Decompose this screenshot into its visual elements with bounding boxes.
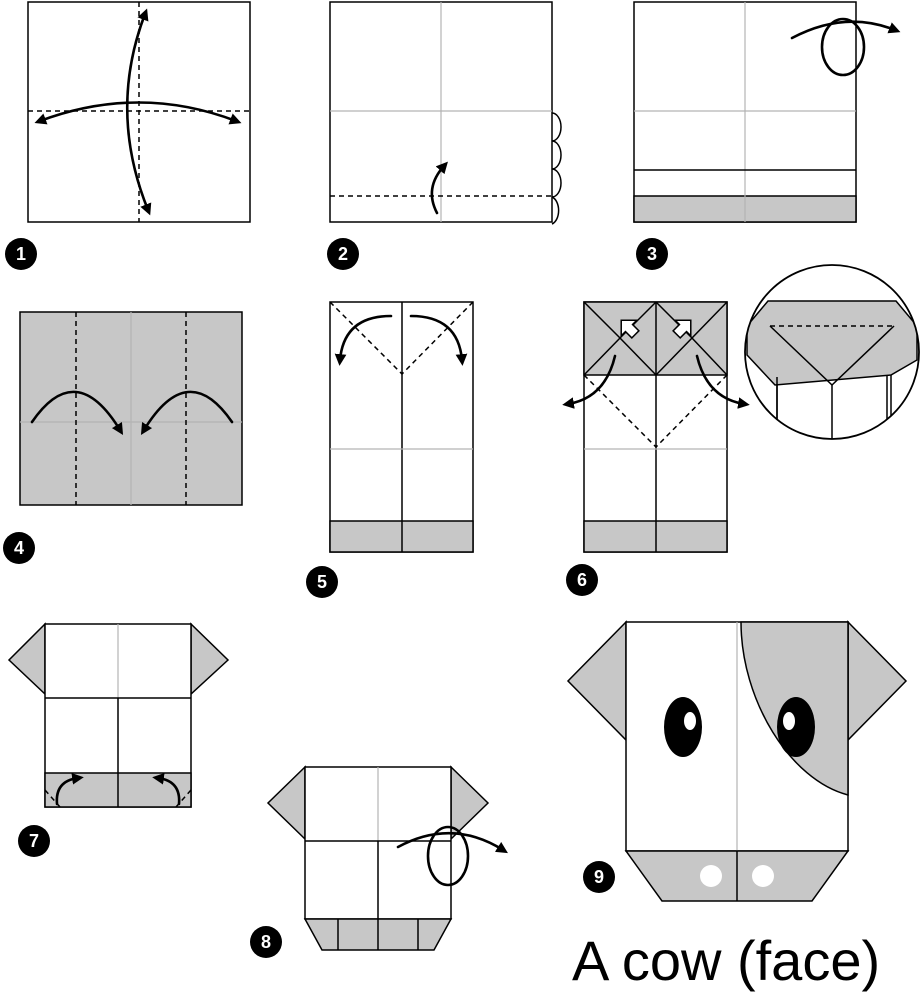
step-number: 8 (261, 932, 271, 952)
cow-nostril-left (700, 865, 722, 887)
step-number: 1 (16, 244, 26, 264)
push-arrow-icon (620, 319, 640, 339)
cow-ear-right (847, 620, 908, 742)
step-badge-3: 3 (636, 238, 668, 270)
fold-arrow-icon (430, 161, 448, 215)
step-8-diagram (266, 765, 508, 951)
turn-over-icon (790, 17, 901, 77)
step-number: 7 (29, 831, 39, 851)
fold-arrow-icon (30, 390, 124, 435)
step-badge-8: 8 (250, 926, 282, 958)
ear-right (190, 622, 230, 696)
step-7-diagram (7, 622, 230, 808)
cow-ear-left (566, 620, 627, 742)
step-number: 6 (577, 570, 587, 590)
fold-arrow-icon (140, 390, 234, 435)
fold-arrow-icon (334, 314, 393, 366)
valley-fold-line (329, 301, 474, 376)
step-badge-6: 6 (566, 564, 598, 596)
step-badge-9: 9 (583, 861, 615, 893)
step-number: 9 (594, 867, 604, 887)
cow-nostril-right (752, 865, 774, 887)
diagram-title: A cow (face) (572, 929, 881, 992)
step-4-diagram (19, 311, 243, 506)
pleat-icon (551, 112, 562, 225)
zoom-circle (744, 264, 920, 440)
step-3-diagram (633, 1, 901, 223)
fold-arrow-icon (125, 8, 152, 216)
step-1-diagram (27, 1, 251, 223)
turn-over-icon (396, 825, 508, 887)
step-5-diagram (329, 301, 474, 553)
step-number: 5 (317, 572, 327, 592)
step-badge-4: 4 (3, 532, 35, 564)
step-6-detail-zoom (744, 264, 920, 440)
fold-arrow-icon (55, 772, 84, 806)
cow-eye-right (777, 697, 815, 757)
valley-fold-line (583, 374, 728, 449)
cow-eye-left (664, 697, 702, 757)
step-badge-5: 5 (306, 566, 338, 598)
push-arrow-icon (672, 319, 692, 339)
step-badge-2: 2 (327, 238, 359, 270)
fold-arrow-icon (562, 354, 617, 409)
ear-left (7, 622, 46, 696)
step-2-diagram (329, 1, 562, 225)
step-number: 3 (647, 244, 657, 264)
step-number: 4 (14, 538, 24, 558)
step-badge-7: 7 (18, 825, 50, 857)
step-6-diagram (562, 301, 750, 553)
fold-arrow-icon (409, 314, 468, 366)
fold-arrow-icon (152, 772, 181, 806)
step-9-cow-face (566, 620, 908, 902)
fold-arrow-icon (695, 354, 750, 409)
ear-left (266, 765, 306, 841)
step-badge-1: 1 (5, 238, 37, 270)
step-number: 2 (338, 244, 348, 264)
